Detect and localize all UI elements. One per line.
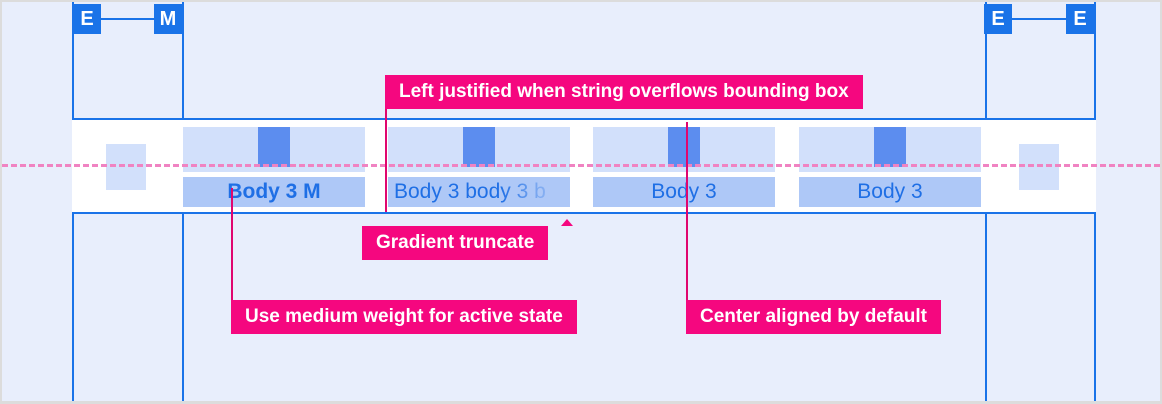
annotation-medium-weight: Use medium weight for active state	[231, 300, 577, 334]
tab-1-label: Body 3 M	[227, 180, 321, 203]
badge-edge-right-inner: E	[984, 4, 1012, 34]
tab-2-label: Body 3 body 3 b	[394, 180, 546, 203]
leader-medium-weight	[231, 188, 233, 301]
annotation-overflow: Left justified when string overflows bou…	[385, 75, 863, 109]
bracket-right-margin-to-edge	[985, 18, 1096, 120]
bracket-left-edge-to-margin	[72, 18, 184, 120]
vertical-center-guide	[2, 164, 1160, 167]
leader-overflow	[385, 75, 387, 212]
edge-padding-box-left	[106, 144, 146, 190]
annotation-gradient-truncate: Gradient truncate	[362, 226, 549, 260]
tab-item-3[interactable]: Body 3	[593, 127, 775, 207]
annotation-center-aligned: Center aligned by default	[686, 300, 941, 334]
tab-2-glyph-icon	[463, 127, 495, 167]
tab-3-label-slot: Body 3	[593, 177, 775, 207]
tab-3-glyph-icon	[668, 127, 700, 167]
badge-margin-left: M	[154, 4, 182, 34]
tab-item-4[interactable]: Body 3	[799, 127, 981, 207]
edge-padding-box-right	[1019, 144, 1059, 190]
tab-2-label-slot: Body 3 body 3 b	[388, 177, 570, 207]
badge-edge-left: E	[73, 4, 101, 34]
tab-4-label-slot: Body 3	[799, 177, 981, 207]
tab-4-glyph-icon	[874, 127, 906, 167]
tab-1-glyph-icon	[258, 127, 290, 167]
tab-item-2[interactable]: Body 3 body 3 b	[388, 127, 570, 207]
tab-4-label: Body 3	[857, 180, 923, 203]
leader-center-aligned	[686, 122, 688, 301]
tab-item-1[interactable]: Body 3 M	[183, 127, 365, 207]
tab-3-label: Body 3	[651, 180, 717, 203]
tab-1-label-slot: Body 3 M	[183, 177, 365, 207]
annotation-gradient-pointer-icon	[561, 219, 573, 226]
badge-edge-right-outer: E	[1066, 4, 1094, 34]
